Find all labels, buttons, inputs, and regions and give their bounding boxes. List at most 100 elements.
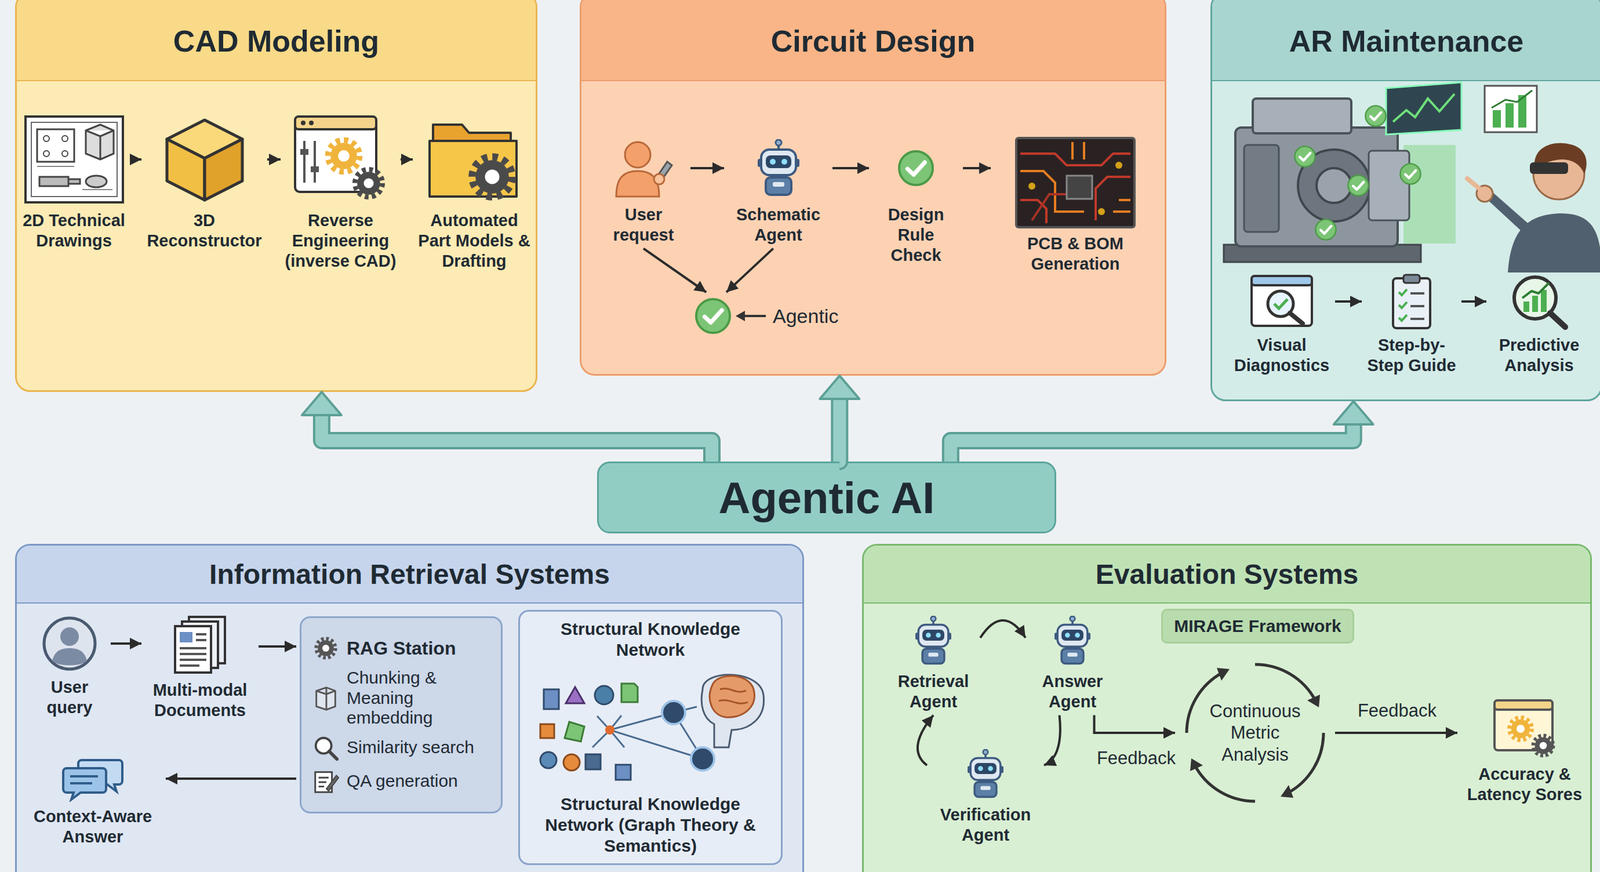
path-shape <box>1044 715 1061 766</box>
section-panel: Circuit Design User request Schematic Age… <box>579 0 1167 376</box>
rect-shape <box>615 764 631 780</box>
path-shape <box>258 645 297 648</box>
icon-step: Predictive Analysis <box>1489 272 1589 376</box>
node-title: Design Rule Check <box>872 204 960 265</box>
icon-step: Schematic Agent <box>727 136 829 246</box>
node-title: MIRAGE Framework <box>1162 616 1353 636</box>
path-shape <box>1287 732 1324 794</box>
use-shape <box>1365 105 1386 126</box>
metric-cycle: Continuous Metric Analysis <box>1178 656 1332 810</box>
path-shape <box>735 310 745 322</box>
circle-shape <box>594 685 614 705</box>
node-text: Structural Knowledge Network (Graph Theo… <box>526 793 774 857</box>
icon-step: User query <box>31 614 108 718</box>
flow-arrow <box>1335 301 1362 303</box>
path-shape <box>1398 289 1407 321</box>
path-shape <box>110 642 142 645</box>
knowledge-network-box: Structural Knowledge Network Structural … <box>518 609 783 865</box>
path-shape <box>726 248 774 293</box>
rag-row: QA generation <box>311 767 491 796</box>
panel-header: AR Maintenance <box>1212 0 1600 82</box>
path-shape <box>39 176 80 187</box>
icon-illustration <box>959 747 1012 800</box>
rect-shape <box>179 631 193 643</box>
rect-shape <box>300 148 309 155</box>
path-shape <box>1031 194 1067 221</box>
path-shape <box>1190 758 1203 772</box>
node-title: 3D Reconstructor <box>144 210 264 252</box>
section-panel: Information Retrieval Systems User query… <box>15 543 805 872</box>
path-shape <box>429 140 517 197</box>
panel-header: Information Retrieval Systems <box>16 545 803 604</box>
path-shape <box>1094 715 1176 733</box>
circle-shape <box>653 173 665 185</box>
use-shape <box>1347 175 1369 196</box>
path-shape <box>962 166 991 170</box>
circle-shape <box>321 643 330 653</box>
path-shape <box>1280 784 1294 798</box>
use-shape <box>915 616 952 664</box>
rect-shape <box>1523 301 1530 312</box>
path-shape <box>1307 694 1320 708</box>
node-title: Agentic <box>772 304 839 328</box>
use-shape <box>1509 717 1533 741</box>
icon-illustration <box>291 113 391 206</box>
polyline-shape <box>1522 282 1549 298</box>
node-title: Continuous Metric Analysis <box>1200 700 1311 766</box>
flow-arrow <box>267 159 281 160</box>
node-title: User query <box>31 677 108 718</box>
use-shape <box>1315 219 1336 240</box>
path-shape <box>1461 300 1487 303</box>
rect-shape <box>1251 275 1312 286</box>
panel-header: Circuit Design <box>581 0 1165 82</box>
rect-shape <box>1403 144 1456 244</box>
node-text: Similarity search <box>346 737 491 758</box>
node-title: Evaluation Systems <box>863 558 1591 591</box>
line-shape <box>741 314 766 318</box>
line-shape <box>313 140 316 183</box>
rect-shape <box>310 166 319 173</box>
g-shape <box>1186 664 1324 802</box>
polyline-shape <box>1393 93 1455 122</box>
path-shape <box>400 158 413 161</box>
line-shape <box>37 165 75 167</box>
g-shape <box>1190 667 1320 798</box>
icon-step: 2D Technical Drawings <box>20 113 128 252</box>
rect-shape <box>1529 162 1569 174</box>
flow-arrow <box>643 248 707 293</box>
flow-arrow <box>690 168 725 169</box>
flow-arrow <box>962 168 991 169</box>
use-shape <box>967 749 1004 798</box>
line-shape <box>1289 313 1303 324</box>
rect-shape <box>1403 274 1420 283</box>
flow-arrow <box>1335 732 1458 734</box>
icon-step: Multi-modal Documents <box>144 614 256 721</box>
path-shape <box>1255 664 1316 701</box>
path-shape <box>63 768 107 800</box>
icon-step: Answer Agent <box>1028 614 1116 712</box>
icon-illustration <box>1382 272 1441 331</box>
circle-shape <box>1028 182 1036 190</box>
path-shape <box>70 776 98 784</box>
rect-shape <box>37 129 75 162</box>
use-shape <box>471 156 512 197</box>
hub-box: Agentic AI <box>597 461 1057 534</box>
hub-box: MIRAGE Framework <box>1161 608 1355 644</box>
rect-shape <box>1251 275 1312 326</box>
polygon-shape <box>565 686 585 704</box>
path-shape <box>917 715 934 766</box>
path-shape <box>690 166 725 170</box>
icon-illustration <box>884 136 948 200</box>
edge-label: Feedback <box>1354 700 1440 722</box>
circle-shape <box>62 135 68 142</box>
path-shape <box>166 139 205 200</box>
rag-station-box: RAG StationChunking & Meaning embeddingS… <box>299 616 503 814</box>
node-title: Answer Agent <box>1028 671 1116 712</box>
node-title: User request <box>600 204 687 246</box>
icon-step: Step-by-Step Guide <box>1365 272 1458 376</box>
icon-step: Design Rule Check <box>872 136 960 265</box>
icon-illustration <box>692 295 769 337</box>
icon-illustration <box>40 614 99 673</box>
icon-illustration <box>907 614 960 667</box>
icon-illustration <box>611 136 676 200</box>
